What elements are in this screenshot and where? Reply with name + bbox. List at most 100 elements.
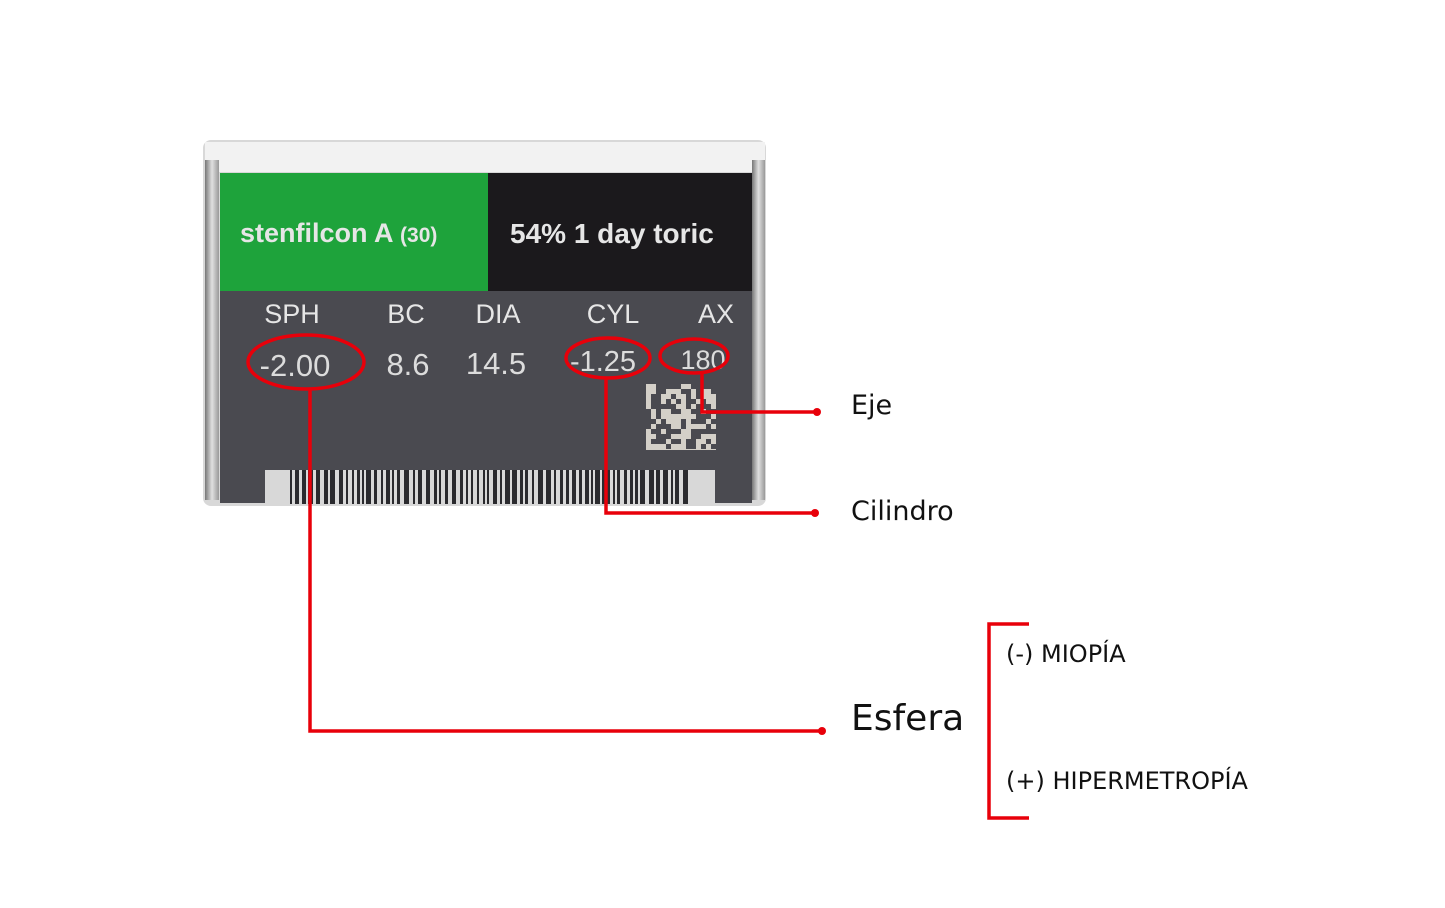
- cyl-leader-line: [604, 378, 815, 515]
- box-right-edge: [752, 160, 765, 500]
- barcode-bar: [649, 470, 654, 504]
- hyperopia-label: (+) HIPERMETROPÍA: [1006, 767, 1248, 795]
- barcode-bar: [493, 470, 497, 504]
- datamatrix-cell: [661, 384, 666, 389]
- datamatrix-cell: [666, 404, 671, 409]
- barcode-bar: [572, 470, 576, 504]
- datamatrix-code: [646, 384, 716, 450]
- datamatrix-cell: [701, 429, 706, 434]
- sph-leader-dot: [818, 727, 826, 735]
- barcode-bar: [595, 470, 600, 504]
- datamatrix-cell: [666, 399, 671, 404]
- datamatrix-cell: [696, 434, 701, 439]
- barcode-bar: [466, 470, 468, 504]
- barcode-bar: [434, 470, 437, 504]
- datamatrix-cell: [676, 384, 681, 389]
- barcode-bar: [630, 470, 633, 504]
- barcode-bar: [585, 470, 589, 504]
- material-text: stenfilcon A (30): [240, 218, 437, 248]
- barcode-bar: [554, 470, 556, 504]
- myopia-label: (-) MIOPÍA: [1006, 640, 1126, 668]
- barcode-bar: [607, 470, 610, 504]
- datamatrix-cell: [711, 384, 716, 389]
- barcode-bar: [477, 470, 479, 504]
- barcode-bar: [487, 470, 489, 504]
- datamatrix-cell: [681, 419, 686, 424]
- barcode-bar: [357, 470, 360, 504]
- datamatrix-cell: [661, 404, 666, 409]
- datamatrix-cell: [656, 399, 661, 404]
- product-text: 54% 1 day toric: [510, 218, 714, 249]
- header-sph: SPH: [264, 299, 320, 329]
- datamatrix-cell: [656, 434, 661, 439]
- datamatrix-cell: [651, 439, 656, 444]
- barcode-bar: [426, 470, 430, 504]
- barcode-bar: [635, 470, 638, 504]
- datamatrix-cell: [696, 409, 701, 414]
- barcode-bar: [386, 470, 390, 504]
- ax-leader-dot: [813, 408, 821, 416]
- datamatrix-cell: [646, 414, 651, 419]
- datamatrix-cell: [691, 419, 696, 424]
- barcode-bar: [362, 470, 364, 504]
- datamatrix-cell: [646, 409, 651, 414]
- cyl-highlight: [564, 336, 652, 380]
- datamatrix-cell: [706, 429, 711, 434]
- barcode-bar: [452, 470, 456, 504]
- datamatrix-cell: [686, 394, 691, 399]
- box-top-edge: [205, 142, 765, 172]
- datamatrix-cell: [686, 389, 691, 394]
- datamatrix-cell: [691, 434, 696, 439]
- barcode-bar: [374, 470, 377, 504]
- header-dia: DIA: [475, 299, 520, 329]
- datamatrix-cell: [696, 404, 701, 409]
- datamatrix-cell: [696, 414, 701, 419]
- datamatrix-cell: [701, 444, 706, 449]
- barcode-bar: [381, 470, 383, 504]
- datamatrix-cell: [661, 434, 666, 439]
- barcode: [265, 470, 715, 504]
- datamatrix-cell: [656, 394, 661, 399]
- barcode-bar: [656, 470, 660, 504]
- cylinder-label: Cilindro: [851, 496, 954, 527]
- header-ax: AX: [698, 299, 734, 329]
- datamatrix-cell: [706, 414, 711, 419]
- datamatrix-cell: [691, 439, 696, 444]
- barcode-bar: [591, 470, 593, 504]
- barcode-bar: [613, 470, 615, 504]
- datamatrix-cell: [646, 424, 651, 429]
- barcode-bar: [500, 470, 502, 504]
- datamatrix-cell: [656, 404, 661, 409]
- datamatrix-cell: [711, 389, 716, 394]
- sphere-bracket: [987, 622, 1029, 820]
- cyl-leader-dot: [811, 509, 819, 517]
- sph-highlight: [246, 333, 366, 391]
- datamatrix-cell: [706, 439, 711, 444]
- barcode-bar: [532, 470, 534, 504]
- datamatrix-cell: [661, 419, 666, 424]
- header-bc: BC: [387, 299, 425, 329]
- ax-highlight: [658, 337, 730, 375]
- datamatrix-cell: [676, 439, 681, 444]
- barcode-bar: [418, 470, 422, 504]
- barcode-bar: [330, 470, 335, 504]
- barcode-bar: [316, 470, 320, 504]
- datamatrix-cell: [651, 429, 656, 434]
- datamatrix-cell: [671, 394, 676, 399]
- sphere-label: Esfera: [851, 698, 965, 739]
- contact-lens-box: stenfilcon A (30) 54% 1 day toric SPH BC…: [203, 140, 766, 506]
- datamatrix-cell: [676, 409, 681, 414]
- datamatrix-cell: [671, 384, 676, 389]
- barcode-bar: [346, 470, 348, 504]
- datamatrix-cell: [666, 434, 671, 439]
- barcode-bar: [538, 470, 543, 504]
- barcode-bar: [483, 470, 485, 504]
- barcode-bar: [404, 470, 409, 504]
- datamatrix-cell: [696, 429, 701, 434]
- datamatrix-cell: [651, 419, 656, 424]
- barcode-bar: [512, 470, 517, 504]
- datamatrix-cell: [706, 384, 711, 389]
- datamatrix-cell: [666, 444, 671, 449]
- datamatrix-cell: [661, 439, 666, 444]
